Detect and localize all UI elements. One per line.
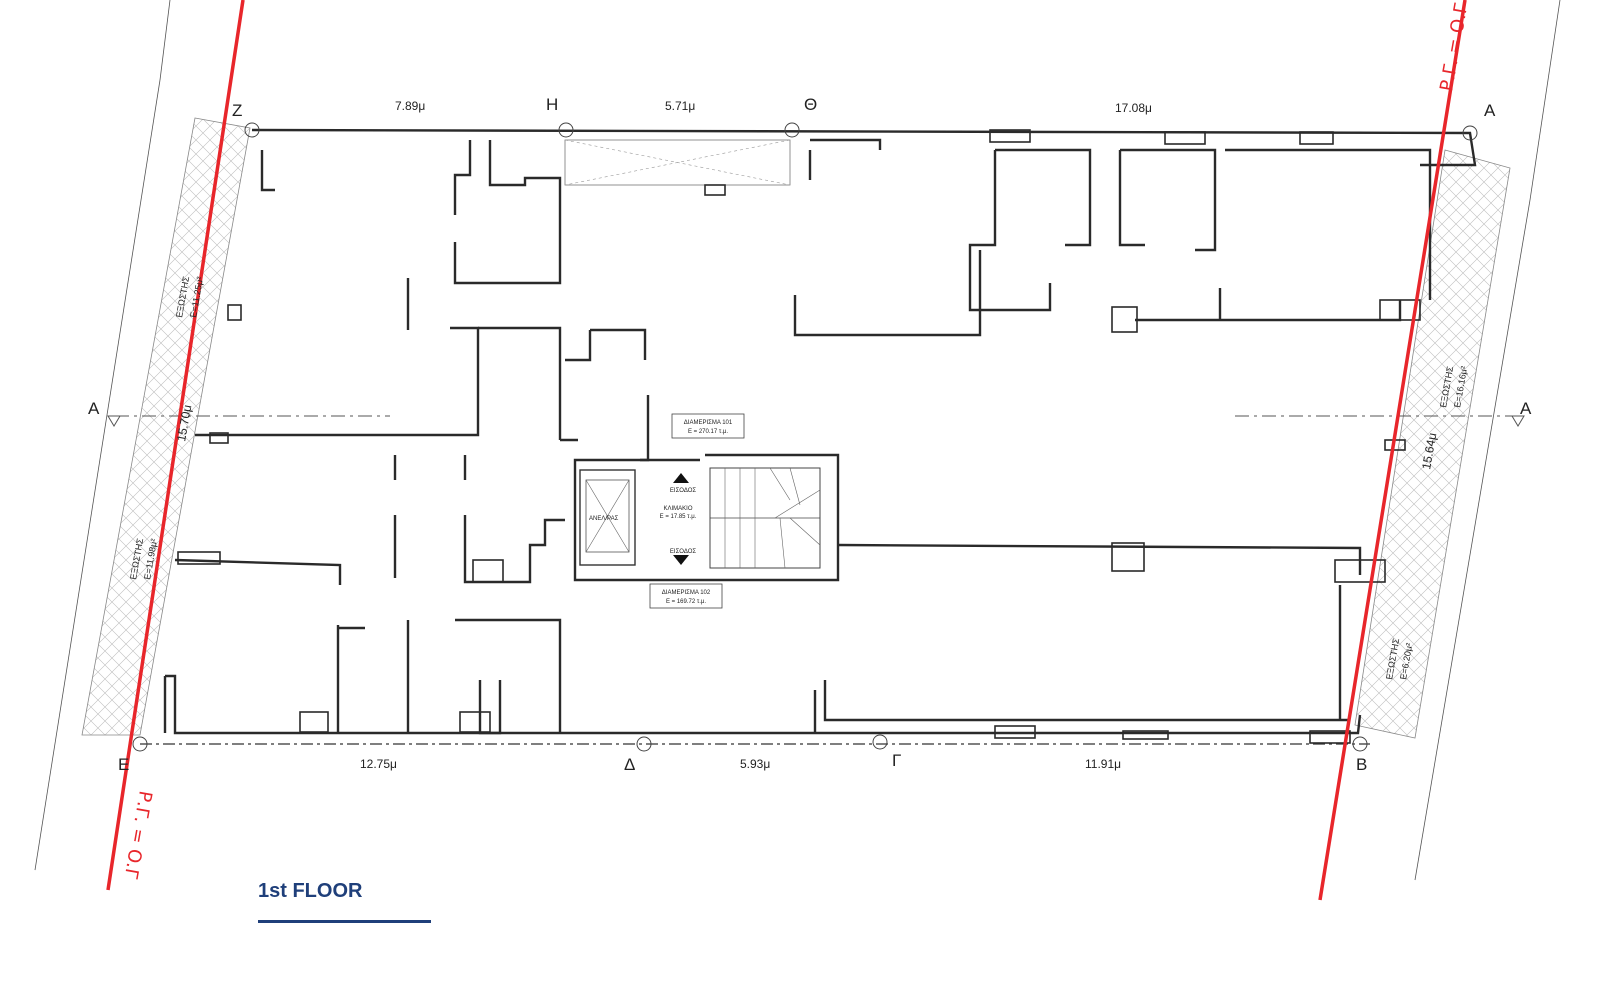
dimension-bottom-right: 11.91μ [1085,757,1121,771]
corner-label-h: Η [546,95,558,114]
section-label-left: A [88,399,100,418]
light-well [564,139,791,186]
stair-area-label: Ε = 17.85 τ.μ. [660,514,697,520]
corner-label-a: Α [1484,101,1496,120]
dimension-bottom-left: 12.75μ [360,757,397,771]
dimension-right-side: 15.64μ [1419,432,1439,471]
dimension-top-left: 7.89μ [395,99,425,113]
corner-markers [132,122,1478,752]
corner-label-e: Ε [118,755,129,774]
dimension-top-mid: 5.71μ [665,99,695,113]
apartment-101-label: ΔΙΑΜΕΡΙΣΜΑ 101 Ε = 270.17 τ.μ. [671,413,745,439]
elevator-shaft [579,469,636,566]
section-line [107,415,1525,427]
dimension-bottom-mid: 5.93μ [740,757,770,771]
property-outline [140,129,1471,745]
entrance-label-top: ΕΙΣΟΔΟΣ [670,488,696,494]
section-label-right: A [1520,399,1532,418]
dimension-left-side: 15.70μ [174,404,194,443]
dimension-top-right: 17.08μ [1115,101,1152,115]
apartment-102-label: ΔΙΑΜΕΡΙΣΜΑ 102 Ε = 169.72 τ.μ. [649,583,723,609]
corner-label-d: Δ [624,755,635,774]
balcony-areas [81,117,1511,739]
walls [163,128,1477,735]
corner-label-th: Θ [804,95,817,114]
floor-title: 1st FLOOR [258,880,363,902]
stair-flight [709,467,821,569]
elevator-label: ΑΝΕΛ/ΡΑΣ [589,516,619,522]
entrance-arrows [673,473,689,565]
street-edge-lines [34,0,1561,881]
svg-text:Ε = 169.72 τ.μ.: Ε = 169.72 τ.μ. [666,599,706,605]
boundary-label-right: Ρ.Γ. = Ο.Γ [1436,2,1472,93]
entrance-label-bottom: ΕΙΣΟΔΟΣ [670,549,696,555]
corner-label-g: Γ [892,751,901,770]
svg-text:Ε = 270.17 τ.μ.: Ε = 270.17 τ.μ. [688,429,728,435]
svg-text:ΔΙΑΜΕΡΙΣΜΑ 101: ΔΙΑΜΕΡΙΣΜΑ 101 [684,420,733,426]
stair-label: ΚΛΙΜΑΚΙΟ [663,506,692,512]
columns [177,129,1421,744]
corner-label-z: Z [232,101,242,120]
boundary-lines [106,0,1467,901]
floor-title-underline [258,920,431,923]
svg-text:ΔΙΑΜΕΡΙΣΜΑ 102: ΔΙΑΜΕΡΙΣΜΑ 102 [662,590,711,596]
boundary-label-left: Ρ.Γ. = Ο.Γ [120,789,156,880]
corner-label-b: Β [1356,755,1367,774]
